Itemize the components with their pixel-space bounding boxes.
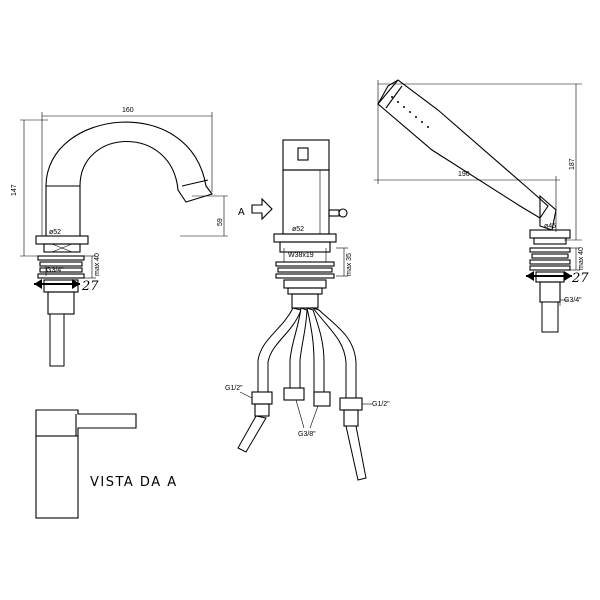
valve-base (273, 233, 337, 243)
spout-height-label: 147 (11, 184, 18, 196)
shower-handset (377, 79, 549, 219)
hose-connector-4 (339, 397, 363, 411)
vista-da-a-view: VISTA DA A (35, 409, 178, 519)
spout-body (45, 121, 213, 236)
spout-diameter-label: ø52 (49, 229, 61, 236)
valve-side-knob (338, 208, 348, 218)
shower-height-dimension: 187 (378, 83, 582, 241)
valve-hoses (237, 307, 367, 481)
shower-base (529, 229, 571, 239)
spout-width-dimension: 160 (41, 107, 213, 236)
shower-view: 190 187 ø45 (374, 79, 589, 333)
valve-handle (282, 139, 330, 171)
spout-wrench-arrow: 27 (34, 279, 99, 294)
valve-view: ø52 W38x19 max 35 (225, 139, 390, 481)
hose-mid-label: G3/8" (298, 431, 316, 438)
shower-thread-label: G3/4" (564, 297, 582, 304)
valve-diameter-label: ø52 (292, 226, 304, 233)
shower-hose (541, 301, 559, 333)
shower-wrench-arrow: 27 (526, 271, 589, 286)
vista-body (35, 435, 79, 519)
hose-connector-2 (283, 387, 305, 401)
valve-plate-label: W38x19 (288, 252, 314, 259)
spout-thread-label: G3/4" (46, 267, 64, 274)
spout-outlet-label: 59 (217, 218, 224, 226)
spout-width-label: 160 (122, 107, 134, 114)
hose-connector-3 (313, 391, 331, 407)
shower-width-label: 190 (458, 171, 470, 178)
shower-spray-holes (391, 96, 429, 128)
shower-wrench-label: 27 (571, 271, 589, 286)
spout-outlet-dimension: 59 (180, 195, 228, 237)
spout-base (35, 235, 89, 245)
spout-hose (49, 313, 65, 367)
shower-height-label: 187 (569, 158, 576, 170)
hose-connector-1 (251, 391, 273, 405)
view-arrow-label: A (238, 207, 245, 218)
shower-max-label: max 40 (578, 247, 585, 270)
spout-wrench-label: 27 (81, 279, 99, 294)
spout-max-label: max 40 (94, 253, 101, 276)
spout-view: 160 147 59 ø52 (11, 107, 228, 367)
hose-right-label: G1/2" (372, 401, 390, 408)
shower-width-dimension: 190 (374, 80, 560, 232)
valve-nut-stack (275, 261, 335, 309)
valve-max-label: max 35 (346, 253, 353, 276)
view-arrow-a: A (238, 197, 273, 221)
valve-body (282, 169, 330, 235)
hose-left-label: G1/2" (225, 385, 243, 392)
vista-handle (35, 409, 137, 437)
vista-caption: VISTA DA A (90, 475, 178, 490)
shower-diameter-label: ø45 (544, 223, 556, 230)
